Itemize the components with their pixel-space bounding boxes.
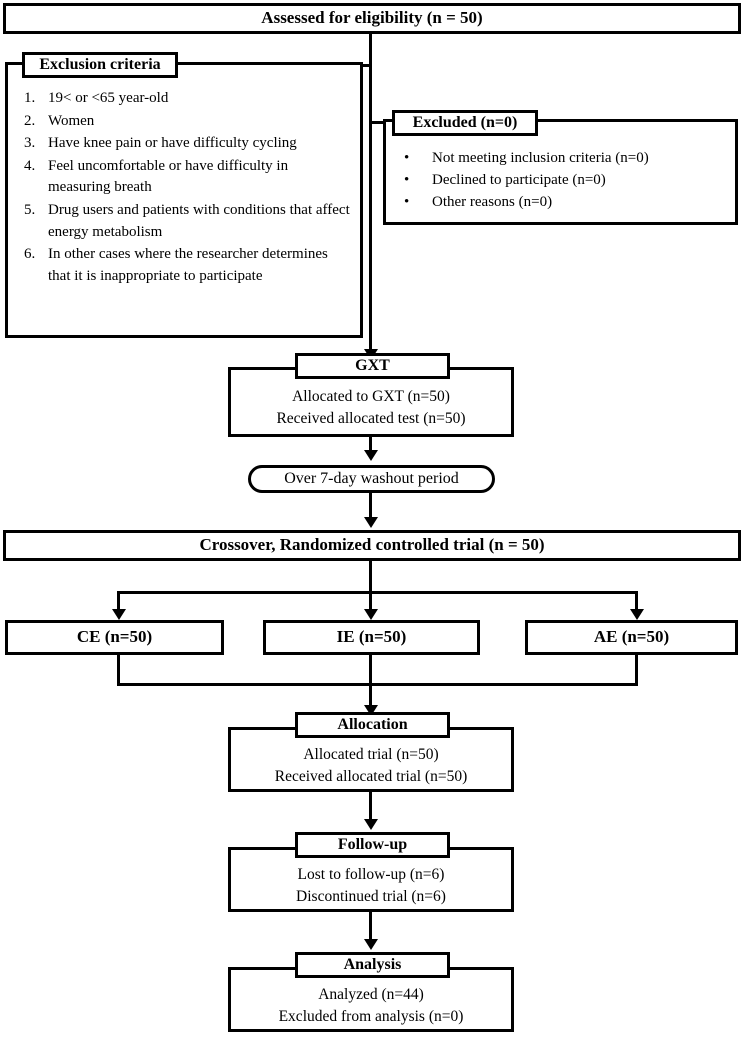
merge-line-ce [117,655,120,686]
analysis-line: Excluded from analysis (n=0) [278,1008,464,1025]
exclusion-criteria-list: 1. 19< or <65 year-old 2. Women 3. Have … [14,88,354,288]
gxt-header-label: GXT [355,357,390,374]
arm-label-ce: CE (n=50) [76,627,153,647]
excluded-reason-item: • Declined to participate (n=0) [398,170,728,192]
washout-period-label: Over 7-day washout period [284,470,459,488]
split-bar-to-arms [117,591,638,594]
followup-header-tab: Follow-up [295,832,450,858]
exclusion-criteria-item-number: 6. [24,246,36,263]
excluded-reason-text: Not meeting inclusion criteria (n=0) [432,150,649,166]
crossover-rct-box: Crossover, Randomized controlled trial (… [3,530,741,561]
excluded-reason-item: • Not meeting inclusion criteria (n=0) [398,148,728,170]
excluded-reasons-list: • Not meeting inclusion criteria (n=0) •… [398,148,728,214]
exclusion-criteria-panel [5,62,363,338]
arm-box-ie: IE (n=50) [263,620,480,655]
followup-line: Lost to follow-up (n=6) [297,866,445,883]
merge-bar-arms [117,683,638,686]
allocation-line: Allocated trial (n=50) [303,746,439,763]
arm-box-ae: AE (n=50) [525,620,738,655]
exclusion-criteria-item-text: Women [48,112,95,129]
exclusion-criteria-item: 1. 19< or <65 year-old [14,88,354,110]
excluded-reason-item: • Other reasons (n=0) [398,192,728,214]
arrow-into-followup [364,819,378,830]
connector-gxt-to-washout [369,437,372,451]
connector-washout-to-crossover [369,493,372,517]
exclusion-criteria-item: 2. Women [14,111,354,133]
exclusion-criteria-header-label: Exclusion criteria [39,56,161,73]
allocation-line: Received allocated trial (n=50) [274,768,468,785]
crossover-rct-label: Crossover, Randomized controlled trial (… [199,535,545,555]
arrow-into-ce [112,609,126,620]
exclusion-criteria-item-number: 4. [24,157,36,174]
allocation-header-tab: Allocation [295,712,450,738]
arrow-into-crossover [364,517,378,528]
assessed-for-eligibility-box: Assessed for eligibility (n = 50) [3,3,741,34]
excluded-panel [383,119,738,225]
excluded-header-label: Excluded (n=0) [412,114,518,131]
arrow-into-washout [364,450,378,461]
branch-line-ae [635,591,638,611]
arm-box-ce: CE (n=50) [5,620,224,655]
exclusion-criteria-item-text: Feel uncomfortable or have difficulty in… [48,157,289,196]
connector-trunk-to-excluded [369,121,395,124]
excluded-reason-text: Other reasons (n=0) [432,193,553,210]
exclusion-criteria-item-text: In other cases where the researcher dete… [48,246,328,284]
exclusion-criteria-item-text: Have knee pain or have difficulty cyclin… [48,135,297,152]
followup-header-label: Follow-up [337,836,408,853]
analysis-line: Analyzed (n=44) [318,986,424,1003]
allocation-header-label: Allocation [337,716,408,733]
exclusion-criteria-item-number: 2. [24,112,36,129]
arrow-into-ie [364,609,378,620]
bullet-icon: • [404,150,410,166]
connector-crossover-down [369,561,372,593]
followup-body: Lost to follow-up (n=6) Discontinued tri… [228,864,514,908]
gxt-line: Received allocated test (n=50) [276,410,466,427]
exclusion-criteria-header-tab: Exclusion criteria [22,52,178,78]
exclusion-criteria-item-number: 5. [24,201,36,218]
branch-line-ce [117,591,120,611]
exclusion-criteria-item-text: Drug users and patients with conditions … [48,201,350,240]
gxt-body: Allocated to GXT (n=50) Received allocat… [228,386,514,430]
excluded-reason-text: Declined to participate (n=0) [432,171,606,188]
exclusion-criteria-item-text: 19< or <65 year-old [48,90,169,106]
analysis-header-tab: Analysis [295,952,450,978]
arm-label-ae: AE (n=50) [593,627,670,647]
excluded-header-tab: Excluded (n=0) [392,110,538,136]
arrow-into-ae [630,609,644,620]
exclusion-criteria-item-number: 1. [24,90,36,106]
analysis-body: Analyzed (n=44) Excluded from analysis (… [228,984,514,1028]
connector-followup-to-analysis [369,912,372,940]
arm-label-ie: IE (n=50) [336,627,407,647]
washout-period-box: Over 7-day washout period [248,465,495,493]
connector-allocation-to-followup [369,792,372,820]
branch-line-ie [369,591,372,611]
followup-line: Discontinued trial (n=6) [296,888,446,905]
gxt-line: Allocated to GXT (n=50) [292,388,450,405]
gxt-header-tab: GXT [295,353,450,379]
trunk-title-to-gxt [369,34,372,352]
assessed-for-eligibility-label: Assessed for eligibility (n = 50) [261,8,483,28]
merge-line-ae [635,655,638,686]
allocation-body: Allocated trial (n=50) Received allocate… [228,744,514,788]
arrow-into-allocation [364,705,378,716]
bullet-icon: • [404,171,410,188]
exclusion-criteria-item: 4. Feel uncomfortable or have difficulty… [14,156,354,199]
exclusion-criteria-item: 6. In other cases where the researcher d… [14,244,354,287]
exclusion-criteria-item: 3. Have knee pain or have difficulty cyc… [14,133,354,155]
arrow-into-analysis [364,939,378,950]
exclusion-criteria-item-number: 3. [24,135,36,152]
analysis-header-label: Analysis [343,956,402,973]
bullet-icon: • [404,193,410,210]
exclusion-criteria-item: 5. Drug users and patients with conditio… [14,200,354,243]
merge-line-ie [369,655,372,708]
